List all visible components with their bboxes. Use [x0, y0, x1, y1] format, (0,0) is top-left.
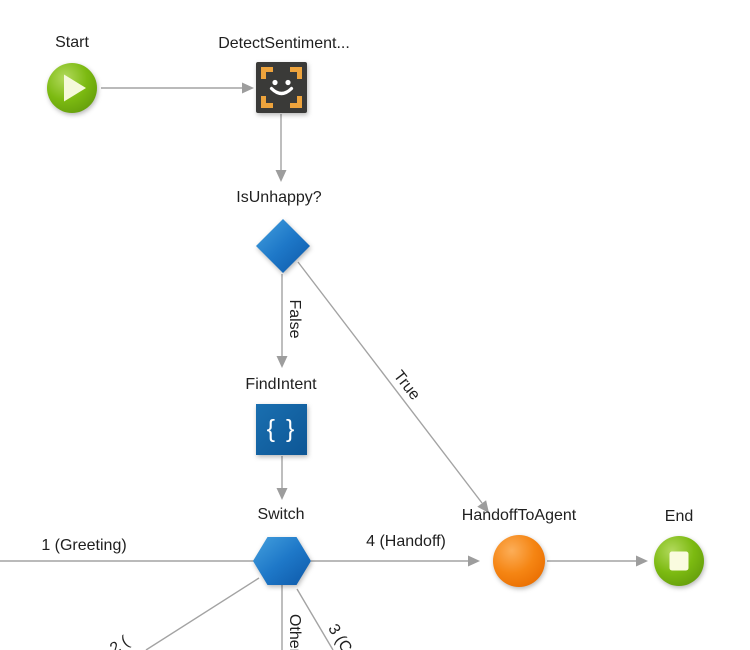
- findintent-node-label: FindIntent: [245, 375, 317, 393]
- edge-label-otherwise: Otherwise: [286, 613, 304, 650]
- focus-corners: [261, 67, 302, 108]
- handoff-node-label: HandoffToAgent: [461, 506, 577, 524]
- edge-switch-case2-downleft: [145, 577, 260, 650]
- start-node-label: Start: [55, 33, 89, 51]
- end-node-label: End: [664, 507, 694, 525]
- decision-diamond-icon[interactable]: [255, 218, 311, 274]
- edge-detect-to-isunhappy: [275, 114, 287, 182]
- detect-node-label: DetectSentiment...: [218, 34, 350, 52]
- agent-circle-icon[interactable]: [492, 534, 546, 588]
- braces-glyph: { }: [266, 415, 297, 443]
- switch-node-label: Switch: [257, 505, 305, 523]
- edge-label-false: False: [286, 299, 304, 339]
- braces-icon[interactable]: { }: [256, 404, 307, 455]
- edge-handoff-to-end: [547, 555, 648, 567]
- edge-label-case4: 4 (Handoff): [366, 532, 446, 550]
- stop-icon[interactable]: [653, 535, 705, 587]
- edge-switch-case4-to-handoff: [311, 555, 480, 567]
- edge-switch-case3-downright: [296, 588, 334, 650]
- edge-true-isunhappy-to-handoff: [297, 261, 489, 513]
- edge-start-to-detect: [101, 82, 254, 94]
- switch-hexagon-icon[interactable]: [253, 536, 311, 586]
- edge-false-isunhappy-to-findintent: [276, 274, 288, 368]
- play-icon[interactable]: [46, 62, 98, 114]
- edge-findintent-to-switch: [276, 456, 288, 500]
- edge-label-case1: 1 (Greeting): [41, 536, 127, 554]
- isunhappy-node-label: IsUnhappy?: [236, 188, 322, 206]
- sentiment-face-icon[interactable]: [256, 62, 307, 113]
